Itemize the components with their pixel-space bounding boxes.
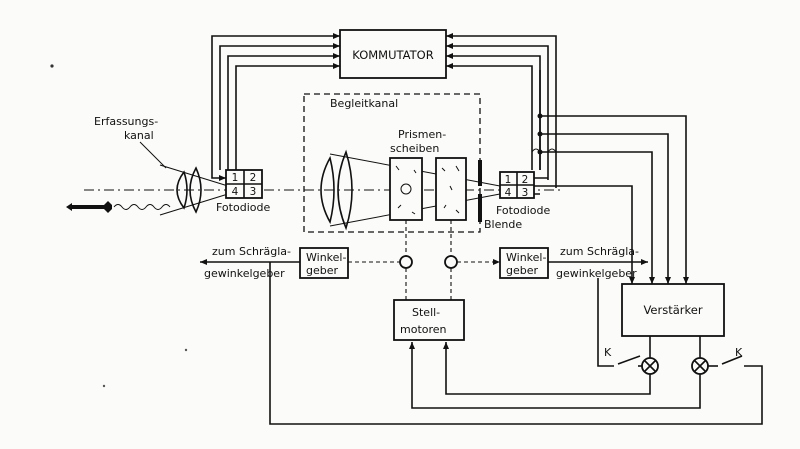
- blende-label: Blende: [484, 218, 522, 231]
- lamp-right-to-stellmotoren: [409, 342, 701, 409]
- photodiode-left: 1 2 4 3: [225, 169, 263, 199]
- winkelgeber-right-line1: Winkel-: [506, 251, 546, 264]
- kommutator-label: KOMMUTATOR: [352, 48, 433, 62]
- target-missile-icon: [66, 201, 171, 213]
- verstaerker-input-lines: [531, 70, 689, 284]
- erfassungskanal-label-line1: Erfassungs-: [94, 115, 158, 128]
- k-switch-left: [617, 355, 641, 365]
- zum-schraegla-left-line1: zum Schrägla-: [212, 245, 291, 258]
- diode-left-quadrant-2: 2: [250, 172, 257, 184]
- k-switch-left-label: K: [604, 346, 612, 359]
- winkelgeber-left-line2: geber: [306, 264, 339, 277]
- prism-disc-2: [435, 157, 467, 221]
- winkelgeber-right-line2: geber: [506, 264, 539, 277]
- kommutator-left-lines: [211, 33, 340, 181]
- winkelgeber-right-box: [499, 247, 549, 279]
- diode-left-quadrant-1: 1: [232, 172, 239, 184]
- k-right-return-line: [269, 262, 763, 425]
- winkelgeber-left-line1: Winkel-: [306, 251, 346, 264]
- fotodiode-right-label: Fotodiode: [496, 204, 550, 217]
- kommutator-box: [339, 29, 447, 79]
- zum-schraegla-left-line2: gewinkelgeber: [204, 267, 285, 280]
- scan-speck: [50, 64, 54, 68]
- zum-schraegla-right-line1: zum Schrägla-: [560, 245, 639, 258]
- begleitkanal-label: Begleitkanal: [330, 97, 398, 110]
- erfassungskanal-label-line2: kanal: [124, 129, 154, 142]
- winkelgeber-left-box: [299, 247, 349, 279]
- verstaerker-label: Verstärker: [643, 303, 702, 317]
- erfassungskanal-pointer: [139, 141, 167, 169]
- verstaerker-box: [621, 283, 725, 337]
- indicator-lamp-right-icon: [691, 357, 709, 375]
- prism-disc-1: [389, 157, 423, 221]
- k-switch-right: [721, 355, 743, 365]
- shaft-knob-2: [444, 255, 458, 269]
- diode-left-quadrant-4: 4: [232, 186, 239, 198]
- diode-right-quadrant-3: 3: [522, 187, 529, 199]
- fotodiode-left-label: Fotodiode: [216, 201, 270, 214]
- diode-right-quadrant-4: 4: [505, 187, 512, 199]
- prismenscheiben-label-line1: Prismen-: [398, 128, 446, 141]
- zum-schraegla-right-line2: gewinkelgeber: [556, 267, 637, 280]
- k-left-line: [597, 278, 614, 367]
- k-switch-right-label: K: [735, 346, 743, 359]
- photodiode-right: 1 2 4 3: [499, 171, 535, 199]
- shaft-knob-1: [399, 255, 413, 269]
- stellmotoren-line1: Stell-: [412, 306, 440, 319]
- stellmotoren-line2: motoren: [400, 323, 447, 336]
- objective-lens-left: [159, 164, 229, 216]
- diode-right-outputs: [534, 177, 556, 195]
- stellmotoren-box: [393, 299, 465, 341]
- diode-right-quadrant-1: 1: [505, 174, 512, 186]
- diode-right-quadrant-2: 2: [522, 174, 529, 186]
- indicator-lamp-left-icon: [641, 357, 659, 375]
- lamp-left-to-stellmotoren: [443, 342, 651, 395]
- diode-left-quadrant-3: 3: [250, 186, 257, 198]
- prismenscheiben-label-line2: scheiben: [390, 142, 439, 155]
